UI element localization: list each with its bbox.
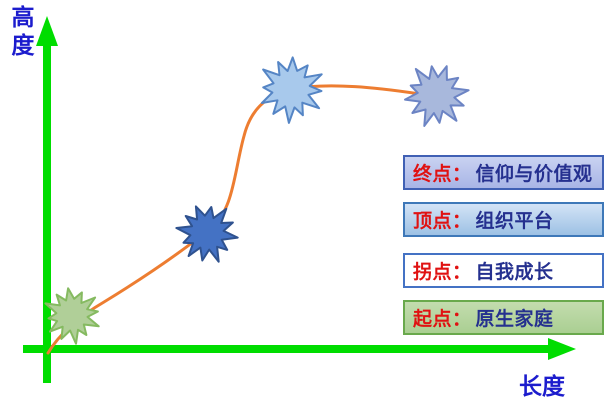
star-inflection (175, 205, 239, 263)
growth-curve (46, 84, 457, 355)
star-end (404, 65, 470, 127)
x-axis-label: 长度 (519, 373, 565, 399)
y-axis-label: 高度 (8, 5, 34, 61)
y-axis-arrowhead-icon (36, 16, 58, 46)
star-apex (260, 56, 323, 124)
x-axis-arrowhead-icon (548, 338, 576, 360)
star-start (44, 287, 100, 345)
